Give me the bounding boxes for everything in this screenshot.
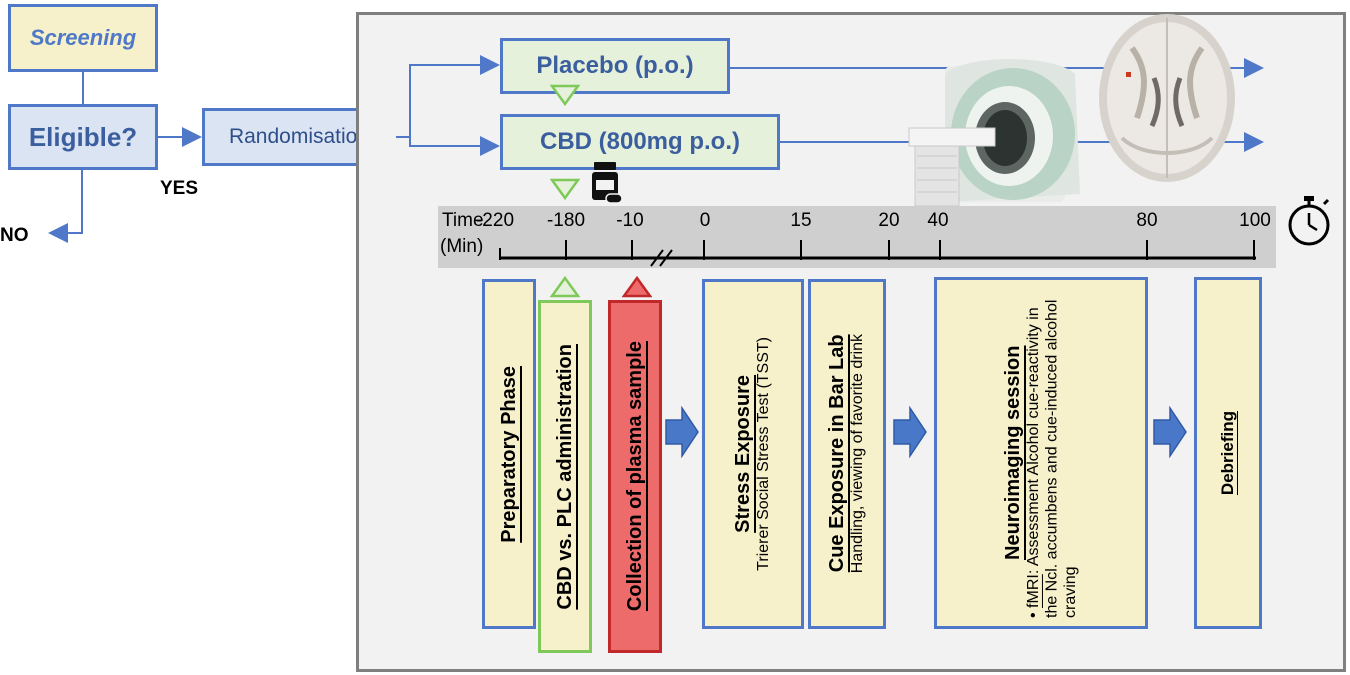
administration-box: CBD vs. PLC administration — [538, 300, 592, 653]
tick-label: 0 — [699, 210, 711, 231]
debriefing-box: Debriefing — [1194, 277, 1262, 629]
stress-exposure-subtitle: Trierer Social Stress Test (TSST) — [755, 337, 773, 571]
cue-exposure-box: Cue Exposure in Bar Lab Handling, viewin… — [808, 279, 886, 629]
cue-exposure-title: Cue Exposure in Bar Lab — [826, 335, 849, 573]
timeline-axis — [499, 240, 1256, 267]
neuroimaging-box: Neuroimaging session • fMRI: Assessment … — [934, 277, 1148, 629]
mri-scanner-image — [908, 59, 1080, 207]
cue-exposure-subtitle: Handling, viewing of favorite drink — [849, 334, 867, 574]
block-arrow-icon — [1153, 406, 1187, 458]
fmri-label: fMRI — [1024, 574, 1042, 608]
screening-label: Screening — [29, 25, 137, 50]
timeline-time-label: Time — [442, 210, 484, 231]
plasma-sample-label: Collection of plasma sample — [623, 341, 646, 612]
cbd-box: CBD (800mg p.o.) — [500, 114, 780, 170]
screening-box: Screening — [8, 4, 158, 72]
green-triangle-icon — [550, 84, 580, 106]
yes-label: YES — [160, 178, 199, 199]
eligible-label: Eligible? — [28, 121, 138, 152]
randomisation-label: Randomisation — [228, 125, 370, 148]
randomisation-to-cbd-arrow — [409, 136, 500, 156]
tick-label: 40 — [927, 210, 949, 231]
debriefing-label: Debriefing — [1218, 410, 1238, 496]
preparatory-phase-box: Preparatory Phase — [482, 279, 536, 629]
randomisation-to-placebo-arrow — [396, 55, 500, 138]
eligible-box: Eligible? — [8, 104, 158, 170]
placebo-box: Placebo (p.o.) — [500, 38, 730, 94]
tick-label: -10 — [616, 210, 644, 231]
preparatory-phase-label: Preparatory Phase — [497, 365, 520, 543]
neuroimaging-description: : Assessment Alcohol cue-reactivity in t… — [1024, 299, 1079, 618]
cue-exposure-text: Cue Exposure in Bar Lab Handling, viewin… — [826, 334, 867, 573]
tick-label: -220 — [475, 210, 515, 231]
neuroimaging-text: Neuroimaging session • fMRI: Assessment … — [1002, 288, 1080, 618]
pill-bottle-icon — [592, 162, 623, 204]
tick-label: 20 — [878, 210, 900, 231]
cbd-label: CBD (800mg p.o.) — [539, 128, 740, 155]
red-triangle-icon — [622, 276, 652, 298]
tick-label: 100 — [1239, 210, 1271, 231]
block-arrow-icon — [893, 406, 927, 458]
no-label: NO — [0, 225, 29, 246]
stress-exposure-box: Stress Exposure Trierer Social Stress Te… — [702, 279, 804, 629]
tick-label: 15 — [790, 210, 812, 231]
block-arrow-icon — [665, 406, 699, 458]
tick-label: -180 — [546, 210, 586, 231]
plasma-sample-box: Collection of plasma sample — [608, 300, 662, 653]
neuroimaging-detail: • fMRI: Assessment Alcohol cue-reactivit… — [1024, 299, 1079, 618]
neuroimaging-title: Neuroimaging session — [1001, 345, 1024, 561]
stress-exposure-title: Stress Exposure — [732, 375, 755, 533]
placebo-label: Placebo (p.o.) — [536, 52, 694, 79]
green-triangle-icon — [550, 276, 580, 298]
green-triangle-icon — [550, 178, 580, 200]
stress-exposure-text: Stress Exposure Trierer Social Stress Te… — [732, 337, 773, 571]
timeline-min-label: (Min) — [440, 236, 484, 257]
tick-label: 80 — [1136, 210, 1158, 231]
administration-label: CBD vs. PLC administration — [553, 343, 576, 610]
brain-slice-image — [1099, 14, 1235, 182]
screening-connector — [82, 72, 84, 104]
stopwatch-icon — [1288, 196, 1330, 246]
eligible-no-arrow — [48, 170, 83, 243]
